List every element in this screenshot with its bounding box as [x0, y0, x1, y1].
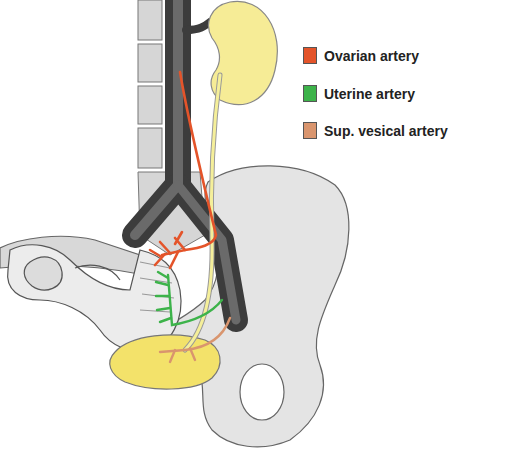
legend-swatch: [303, 47, 317, 64]
legend-label: Ovarian artery: [324, 48, 419, 64]
vesical-artery: [160, 318, 230, 362]
bladder: [110, 335, 220, 389]
legend-label: Sup. vesical artery: [324, 123, 448, 139]
uterine-artery: [156, 272, 222, 325]
legend-item: Ovarian artery: [303, 47, 419, 64]
ovarian-artery: [150, 72, 216, 268]
legend-item: Uterine artery: [303, 85, 415, 102]
legend-swatch: [303, 85, 317, 102]
legend-label: Uterine artery: [324, 86, 415, 102]
legend-item: Sup. vesical artery: [303, 122, 448, 139]
legend-swatch: [303, 122, 317, 139]
